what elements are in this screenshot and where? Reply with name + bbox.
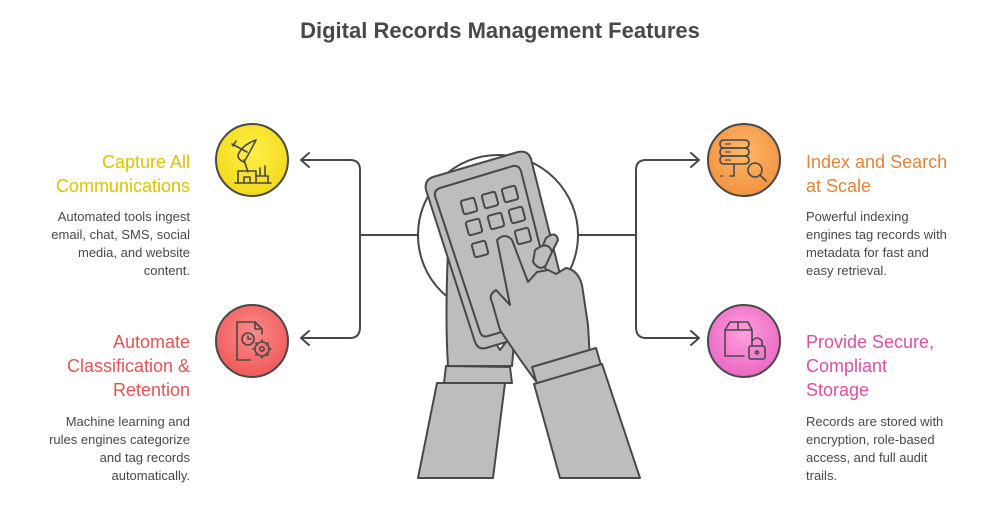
title-line: Automate bbox=[112, 332, 190, 352]
connectors bbox=[300, 152, 700, 346]
desc-line: email, chat, SMS, social bbox=[51, 227, 190, 242]
title-line: Index and Search bbox=[806, 152, 948, 172]
desc-line: Records are stored with bbox=[806, 414, 944, 429]
desc-line: easy retrieval. bbox=[806, 263, 887, 278]
desc-line: Powerful indexing bbox=[806, 209, 909, 224]
document-clock-gear-icon bbox=[236, 321, 272, 361]
title-line: Storage bbox=[806, 380, 870, 400]
feature-title-capture: Capture All Communications bbox=[10, 150, 190, 198]
feature-icon-index bbox=[707, 123, 781, 197]
desc-line: engines tag records with bbox=[806, 227, 947, 242]
desc-line: automatically. bbox=[111, 468, 190, 483]
desc-line: Automated tools ingest bbox=[57, 209, 190, 224]
title-line: Communications bbox=[55, 176, 190, 196]
title-line: at Scale bbox=[806, 176, 872, 196]
database-search-icon bbox=[719, 139, 767, 182]
hands-phone-icon bbox=[417, 150, 641, 479]
title-line: Capture All bbox=[101, 152, 190, 172]
desc-line: content. bbox=[143, 263, 190, 278]
desc-line: trails. bbox=[806, 468, 838, 483]
desc-line: media, and website bbox=[77, 245, 190, 260]
feature-title-storage: Provide Secure, Compliant Storage bbox=[806, 330, 996, 402]
right-connector bbox=[577, 159, 699, 339]
title-line: Provide Secure, bbox=[806, 332, 935, 352]
desc-line: rules engines categorize bbox=[49, 432, 190, 447]
feature-icon-classify bbox=[215, 304, 289, 378]
feature-description-storage: Records are stored with encryption, role… bbox=[806, 413, 996, 485]
desc-line: Machine learning and bbox=[65, 414, 190, 429]
left-connector bbox=[301, 159, 419, 339]
feature-icon-storage bbox=[707, 304, 781, 378]
desc-line: metadata for fast and bbox=[806, 245, 929, 260]
desc-line: and tag records bbox=[99, 450, 190, 465]
desc-line: encryption, role-based bbox=[806, 432, 935, 447]
title-line: Compliant bbox=[806, 356, 888, 376]
feature-description-classify: Machine learning and rules engines categ… bbox=[10, 413, 190, 485]
title-line: Classification & bbox=[66, 356, 190, 376]
feature-title-classify: Automate Classification & Retention bbox=[10, 330, 190, 402]
feature-title-index: Index and Search at Scale bbox=[806, 150, 996, 198]
desc-line: access, and full audit bbox=[806, 450, 928, 465]
satellite-dish-icon bbox=[231, 139, 272, 184]
page-title: Digital Records Management Features bbox=[300, 18, 700, 43]
feature-description-capture: Automated tools ingest email, chat, SMS,… bbox=[10, 208, 190, 280]
feature-icon-capture bbox=[215, 123, 289, 197]
feature-description-index: Powerful indexing engines tag records wi… bbox=[806, 208, 996, 280]
box-lock-icon bbox=[724, 321, 766, 360]
title-line: Retention bbox=[112, 380, 190, 400]
